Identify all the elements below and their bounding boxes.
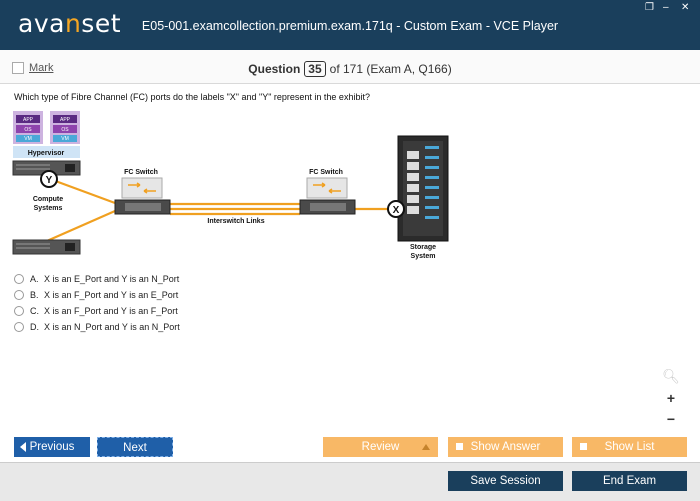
minimize-icon[interactable]: – bbox=[663, 2, 669, 13]
close-icon[interactable]: ✕ bbox=[681, 2, 690, 13]
app-label: APP bbox=[23, 117, 34, 123]
y-label: Y bbox=[46, 175, 53, 186]
radio-icon bbox=[14, 306, 24, 316]
navigation-row: Previous Next Review Show Answer Show Li… bbox=[0, 437, 700, 459]
checkbox-icon bbox=[580, 443, 587, 450]
previous-button[interactable]: Previous bbox=[14, 437, 90, 457]
storage-label-2: System bbox=[411, 253, 436, 260]
arrow-left-icon bbox=[20, 442, 26, 452]
checkbox-icon bbox=[12, 62, 24, 74]
compute-server-2 bbox=[12, 239, 81, 255]
isl-label: Interswitch Links bbox=[207, 218, 264, 225]
vm-stack-2: APP OS VM bbox=[50, 111, 80, 144]
answer-option-a[interactable]: A. X is an E_Port and Y is an N_Port bbox=[14, 271, 180, 287]
window-title: E05-001.examcollection.premium.exam.171q… bbox=[141, 19, 559, 33]
os-label: OS bbox=[24, 127, 32, 133]
answer-option-c[interactable]: C. X is an F_Port and Y is an F_Port bbox=[14, 303, 180, 319]
end-exam-button[interactable]: End Exam bbox=[572, 471, 687, 491]
title-bar: avanset E05-001.examcollection.premium.e… bbox=[0, 0, 700, 50]
next-button[interactable]: Next bbox=[97, 437, 173, 457]
answer-list: A. X is an E_Port and Y is an N_Port B. … bbox=[14, 271, 180, 335]
storage-array bbox=[397, 135, 449, 242]
fc-switch-label-2: FC Switch bbox=[309, 169, 343, 176]
compute-label-2: Systems bbox=[34, 205, 63, 212]
mark-label: Mark bbox=[29, 62, 54, 74]
checkbox-icon bbox=[456, 443, 463, 450]
compute-server-1 bbox=[12, 160, 81, 176]
fc-switch-1 bbox=[114, 177, 171, 215]
answer-option-b[interactable]: B. X is an F_Port and Y is an E_Port bbox=[14, 287, 180, 303]
vm-stack-1: APP OS VM bbox=[13, 111, 43, 144]
compute-label-1: Compute bbox=[33, 196, 63, 203]
x-label: X bbox=[393, 205, 400, 216]
logo: avanset bbox=[18, 9, 122, 38]
mark-checkbox[interactable]: Mark bbox=[12, 62, 53, 74]
zoom-search-icon[interactable]: 🔍︎ bbox=[662, 368, 680, 384]
answer-option-d[interactable]: D. X is an N_Port and Y is an N_Port bbox=[14, 319, 180, 335]
storage-label-1: Storage bbox=[410, 244, 436, 251]
question-of-text: of 171 (Exam A, Q166) bbox=[329, 62, 452, 76]
hypervisor-layer bbox=[13, 146, 80, 158]
fc-switch-label-1: FC Switch bbox=[124, 169, 158, 176]
zoom-in-button[interactable]: + bbox=[666, 390, 676, 406]
question-label: Question bbox=[248, 62, 301, 76]
review-button[interactable]: Review bbox=[323, 437, 438, 457]
caret-up-icon bbox=[422, 444, 430, 450]
vm-label: VM bbox=[24, 136, 32, 142]
radio-icon bbox=[14, 290, 24, 300]
vm-label: VM bbox=[61, 136, 69, 142]
y-port-marker bbox=[40, 170, 58, 188]
show-list-button[interactable]: Show List bbox=[572, 437, 687, 457]
restore-icon[interactable]: ❐ bbox=[645, 2, 654, 13]
fc-switch-2 bbox=[299, 177, 356, 215]
save-session-button[interactable]: Save Session bbox=[448, 471, 563, 491]
app-label: APP bbox=[60, 117, 71, 123]
question-number: 35 bbox=[304, 61, 326, 77]
radio-icon bbox=[14, 322, 24, 332]
x-port-marker bbox=[387, 200, 405, 218]
zoom-out-button[interactable]: − bbox=[666, 411, 676, 427]
exhibit-diagram: APP OS VM APP OS VM Hypervisor Y Compute… bbox=[12, 111, 449, 260]
question-text: Which type of Fibre Channel (FC) ports d… bbox=[14, 92, 370, 102]
os-label: OS bbox=[61, 127, 69, 133]
fc-cables bbox=[39, 177, 395, 246]
footer-bar: Save Session End Exam bbox=[0, 462, 700, 501]
show-answer-button[interactable]: Show Answer bbox=[448, 437, 563, 457]
hypervisor-label: Hypervisor bbox=[28, 150, 65, 157]
zoom-controls: 🔍︎ + − bbox=[662, 368, 680, 431]
radio-icon bbox=[14, 274, 24, 284]
